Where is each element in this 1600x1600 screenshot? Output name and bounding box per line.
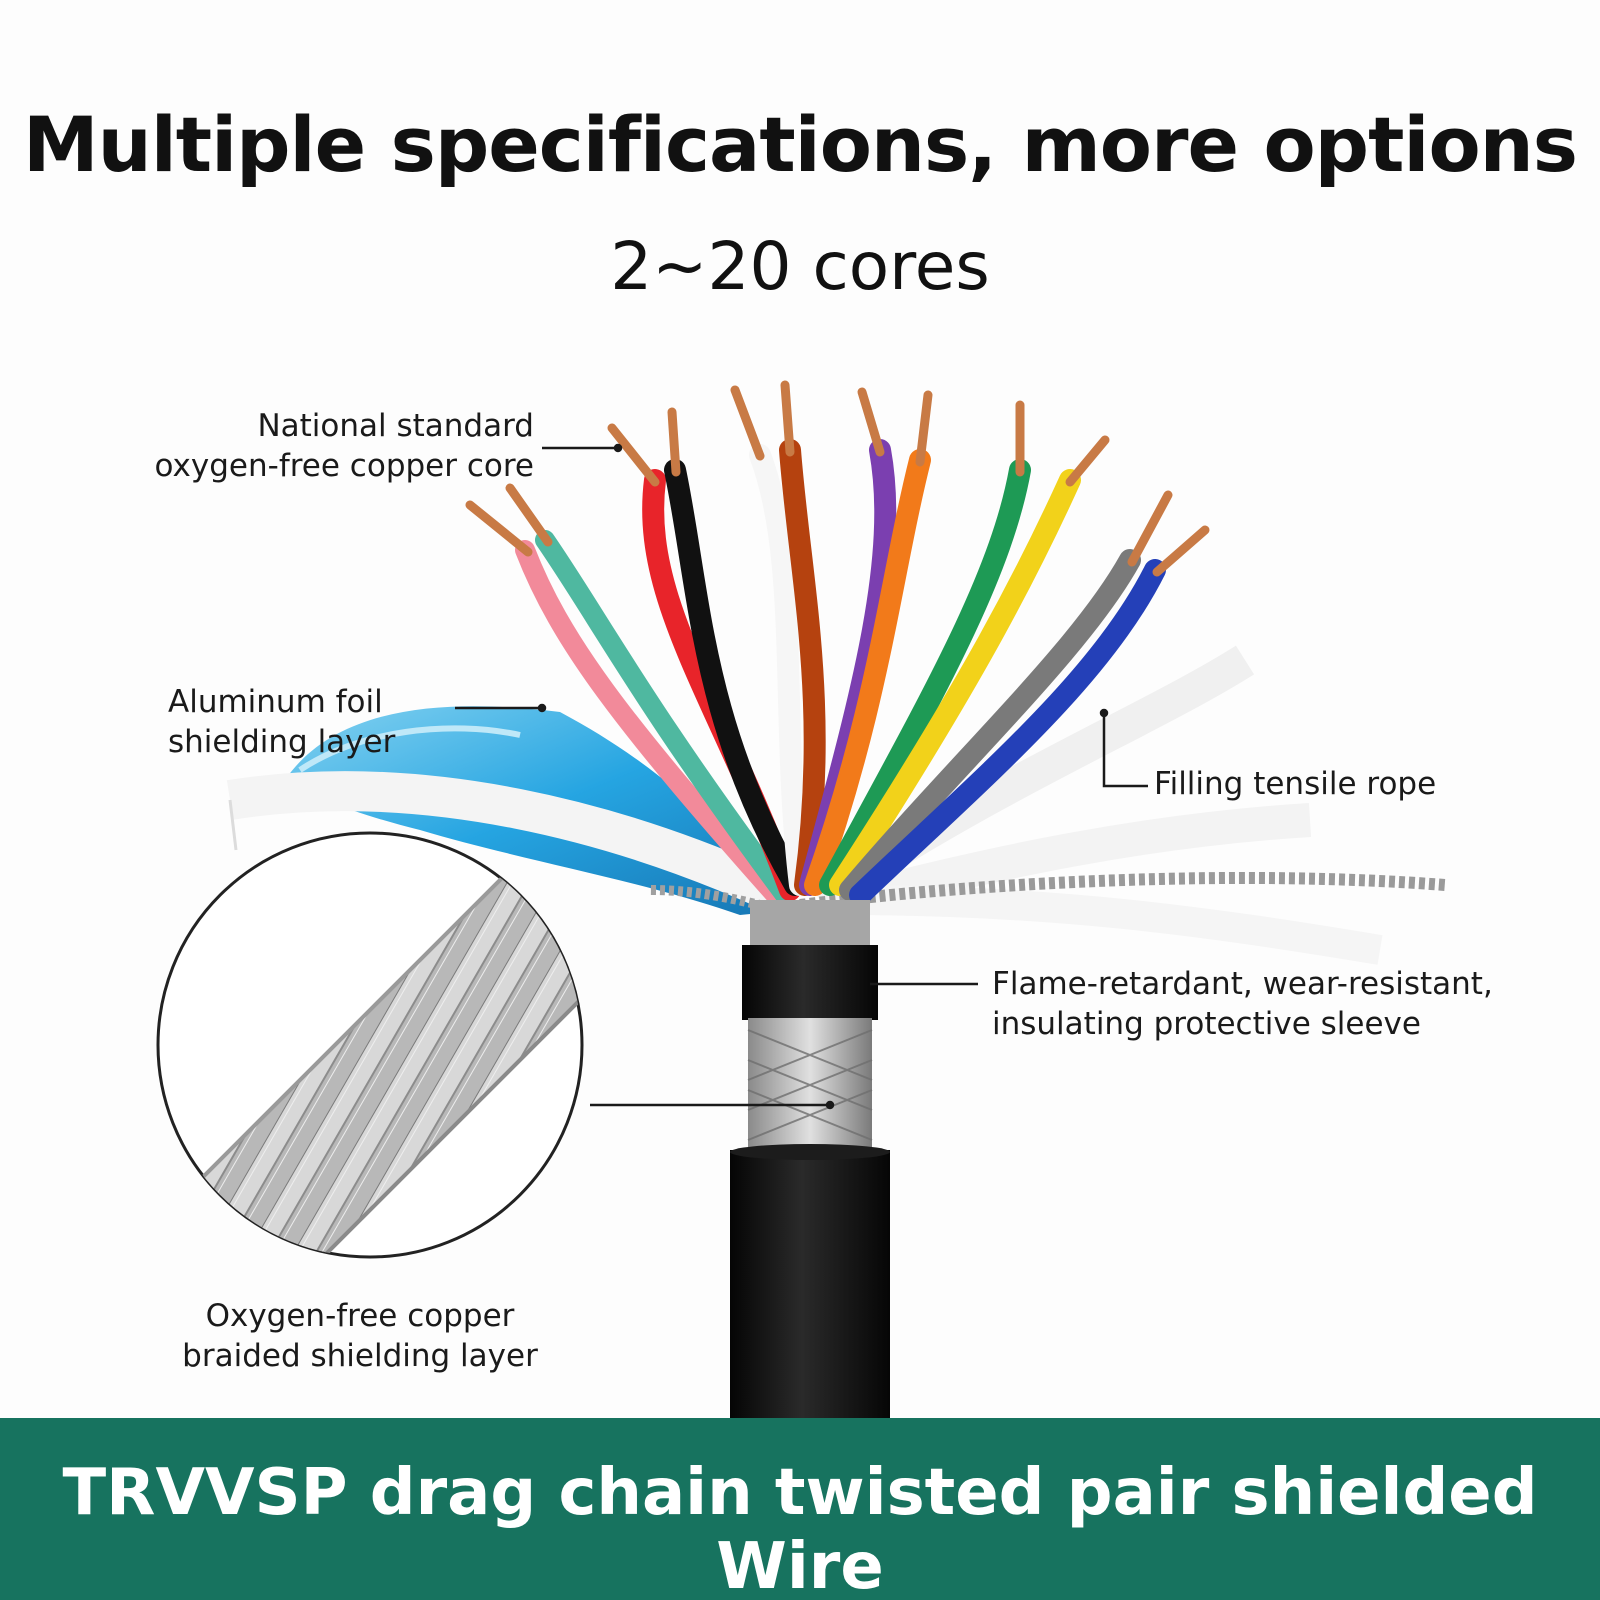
callout-foil-layer-line2: shielding layer bbox=[168, 724, 396, 760]
braid-icon bbox=[156, 831, 584, 1259]
product-banner-text: TRVVSP drag chain twisted pair shielded … bbox=[62, 1456, 1538, 1600]
callout-braid-layer-line2: braided shielding layer bbox=[182, 1338, 538, 1374]
callout-filling-rope: Filling tensile rope bbox=[1154, 766, 1437, 802]
callout-sleeve-line1: Flame-retardant, wear-resistant, bbox=[992, 966, 1493, 1002]
callout-foil-layer-line1: Aluminum foil bbox=[168, 684, 383, 720]
callout-braid-layer-line1: Oxygen-free copper bbox=[205, 1298, 515, 1334]
page-title: Multiple specifications, more options bbox=[22, 100, 1578, 189]
copper-strand-icon bbox=[465, 380, 1210, 910]
callout-foil-layer: Aluminum foil shielding layer bbox=[168, 682, 395, 762]
callout-braid-layer: Oxygen-free copper braided shielding lay… bbox=[150, 1296, 570, 1376]
callout-copper-core: National standard oxygen-free copper cor… bbox=[150, 406, 534, 486]
product-banner: TRVVSP drag chain twisted pair shielded … bbox=[0, 1418, 1600, 1600]
callout-copper-core-line1: National standard bbox=[257, 408, 534, 444]
callout-copper-core-line2: oxygen-free copper core bbox=[154, 448, 534, 484]
page-subtitle: 2~20 cores bbox=[610, 228, 990, 305]
cable-jacket-icon bbox=[730, 900, 890, 1420]
callout-sleeve: Flame-retardant, wear-resistant, insulat… bbox=[992, 964, 1493, 1044]
callout-sleeve-line2: insulating protective sleeve bbox=[992, 1006, 1421, 1042]
